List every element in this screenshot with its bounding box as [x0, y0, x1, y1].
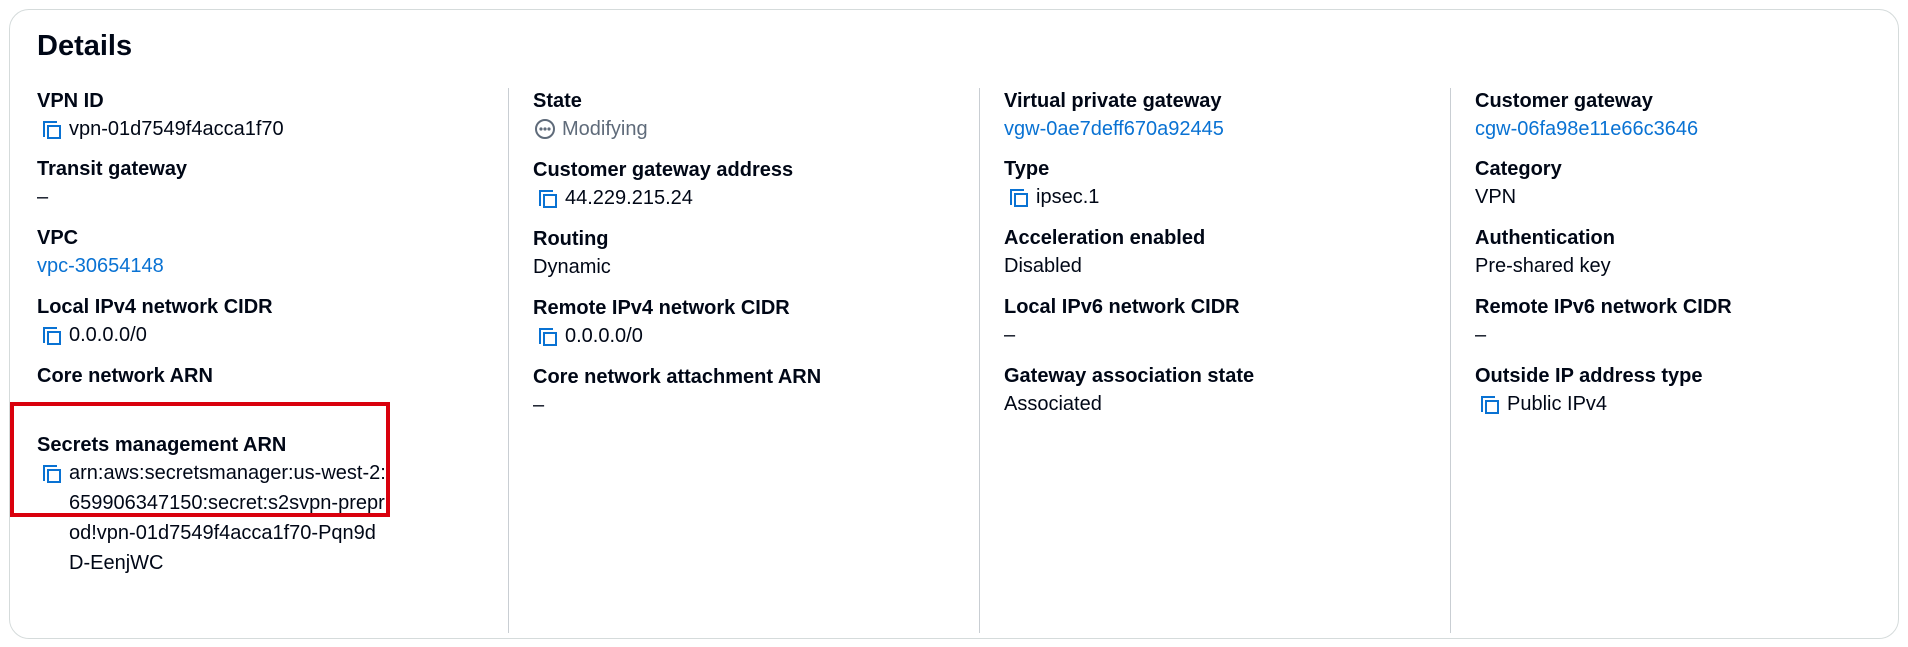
- field-label: Type: [1004, 158, 1050, 180]
- core-network-attachment-arn-value: –: [533, 394, 545, 416]
- field-label: Gateway association state: [1004, 365, 1255, 387]
- field-vpn-id: VPN ID vpn-01d7549f4acca1f70: [37, 88, 284, 144]
- transit-gateway-value: –: [37, 186, 49, 208]
- field-label: Local IPv6 network CIDR: [1004, 296, 1240, 318]
- details-column-2: State Modifying Customer gateway address…: [508, 88, 980, 633]
- type-value: ipsec.1: [1036, 186, 1100, 208]
- field-label: Secrets management ARN: [37, 434, 287, 456]
- field-label: Outside IP address type: [1475, 365, 1703, 387]
- acceleration-enabled-value: Disabled: [1004, 255, 1082, 277]
- copy-icon[interactable]: [1004, 183, 1034, 213]
- field-core-network-attachment-arn: Core network attachment ARN –: [533, 364, 821, 420]
- field-label: Customer gateway address: [533, 159, 794, 181]
- field-state: State Modifying: [533, 88, 648, 144]
- local-ipv6-cidr-value: –: [1004, 324, 1016, 346]
- routing-value: Dynamic: [533, 256, 611, 278]
- pending-status-icon: [534, 118, 556, 140]
- field-label: Local IPv4 network CIDR: [37, 296, 273, 318]
- field-label: Transit gateway: [37, 158, 188, 180]
- field-local-ipv6-cidr: Local IPv6 network CIDR –: [1004, 294, 1240, 350]
- field-label: Core network attachment ARN: [533, 366, 822, 388]
- copy-icon[interactable]: [1475, 390, 1505, 420]
- field-remote-ipv4-cidr: Remote IPv4 network CIDR 0.0.0.0/0: [533, 295, 790, 351]
- core-network-arn-value: –: [37, 393, 49, 415]
- field-value: 0.0.0.0/0: [37, 320, 273, 350]
- field-label: Routing: [533, 228, 609, 250]
- field-label: Category: [1475, 158, 1562, 180]
- field-label: VPN ID: [37, 90, 104, 112]
- field-local-ipv4-cidr: Local IPv4 network CIDR 0.0.0.0/0: [37, 294, 273, 350]
- field-value: Modifying: [533, 114, 648, 144]
- field-value: vpn-01d7549f4acca1f70: [37, 114, 284, 144]
- field-authentication: Authentication Pre-shared key: [1475, 225, 1615, 281]
- outside-ip-address-type-value: Public IPv4: [1507, 393, 1608, 415]
- details-column-3: Virtual private gateway vgw-0ae7deff670a…: [979, 88, 1451, 633]
- field-vpc: VPC vpc-30654148: [37, 225, 164, 281]
- copy-icon[interactable]: [37, 459, 67, 489]
- field-customer-gateway: Customer gateway cgw-06fa98e11e66c3646: [1475, 88, 1698, 144]
- field-type: Type ipsec.1: [1004, 156, 1099, 212]
- field-value: 44.229.215.24: [533, 183, 793, 213]
- authentication-value: Pre-shared key: [1475, 255, 1611, 277]
- field-transit-gateway: Transit gateway –: [37, 156, 187, 212]
- virtual-private-gateway-link[interactable]: vgw-0ae7deff670a92445: [1004, 118, 1224, 140]
- remote-ipv6-cidr-value: –: [1475, 324, 1487, 346]
- field-value: Public IPv4: [1475, 389, 1703, 419]
- panel-title: Details: [37, 30, 133, 62]
- field-outside-ip-address-type: Outside IP address type Public IPv4: [1475, 363, 1703, 419]
- field-label: Remote IPv6 network CIDR: [1475, 296, 1732, 318]
- field-label: Acceleration enabled: [1004, 227, 1206, 249]
- details-columns: VPN ID vpn-01d7549f4acca1f70 Transit gat…: [37, 88, 1901, 633]
- details-panel: Details VPN ID vpn-01d7549f4acca1f70 Tra…: [9, 9, 1899, 639]
- category-value: VPN: [1475, 186, 1517, 208]
- copy-icon[interactable]: [533, 322, 563, 352]
- field-label: Core network ARN: [37, 365, 213, 387]
- field-label: VPC: [37, 227, 79, 249]
- field-remote-ipv6-cidr: Remote IPv6 network CIDR –: [1475, 294, 1732, 350]
- field-customer-gateway-address: Customer gateway address 44.229.215.24: [533, 157, 793, 213]
- state-value: Modifying: [562, 118, 648, 140]
- field-category: Category VPN: [1475, 156, 1562, 212]
- field-label: Authentication: [1475, 227, 1615, 249]
- field-value: 0.0.0.0/0: [533, 321, 790, 351]
- details-column-4: Customer gateway cgw-06fa98e11e66c3646 C…: [1450, 88, 1898, 633]
- field-acceleration-enabled: Acceleration enabled Disabled: [1004, 225, 1205, 281]
- customer-gateway-address-value: 44.229.215.24: [565, 187, 693, 209]
- vpn-id-value: vpn-01d7549f4acca1f70: [69, 118, 284, 140]
- copy-icon[interactable]: [533, 184, 563, 214]
- copy-icon[interactable]: [37, 321, 67, 351]
- vpc-link[interactable]: vpc-30654148: [37, 255, 164, 277]
- field-value: arn:aws:secretsmanager:us-west-2:6599063…: [37, 458, 387, 578]
- field-value: ipsec.1: [1004, 182, 1099, 212]
- copy-icon[interactable]: [37, 115, 67, 145]
- field-label: Remote IPv4 network CIDR: [533, 297, 790, 319]
- customer-gateway-link[interactable]: cgw-06fa98e11e66c3646: [1475, 118, 1699, 140]
- field-label: Customer gateway: [1475, 90, 1653, 112]
- secrets-management-arn-value: arn:aws:secretsmanager:us-west-2:6599063…: [69, 462, 386, 574]
- local-ipv4-cidr-value: 0.0.0.0/0: [69, 324, 147, 346]
- field-label: State: [533, 90, 582, 112]
- field-virtual-private-gateway: Virtual private gateway vgw-0ae7deff670a…: [1004, 88, 1224, 144]
- field-routing: Routing Dynamic: [533, 226, 611, 282]
- field-label: Virtual private gateway: [1004, 90, 1222, 112]
- field-secrets-management-arn: Secrets management ARN arn:aws:secretsma…: [37, 432, 387, 578]
- remote-ipv4-cidr-value: 0.0.0.0/0: [565, 325, 643, 347]
- field-core-network-arn: Core network ARN –: [37, 363, 213, 419]
- field-gateway-association-state: Gateway association state Associated: [1004, 363, 1254, 419]
- gateway-association-state-value: Associated: [1004, 393, 1102, 415]
- details-column-1: VPN ID vpn-01d7549f4acca1f70 Transit gat…: [37, 88, 509, 633]
